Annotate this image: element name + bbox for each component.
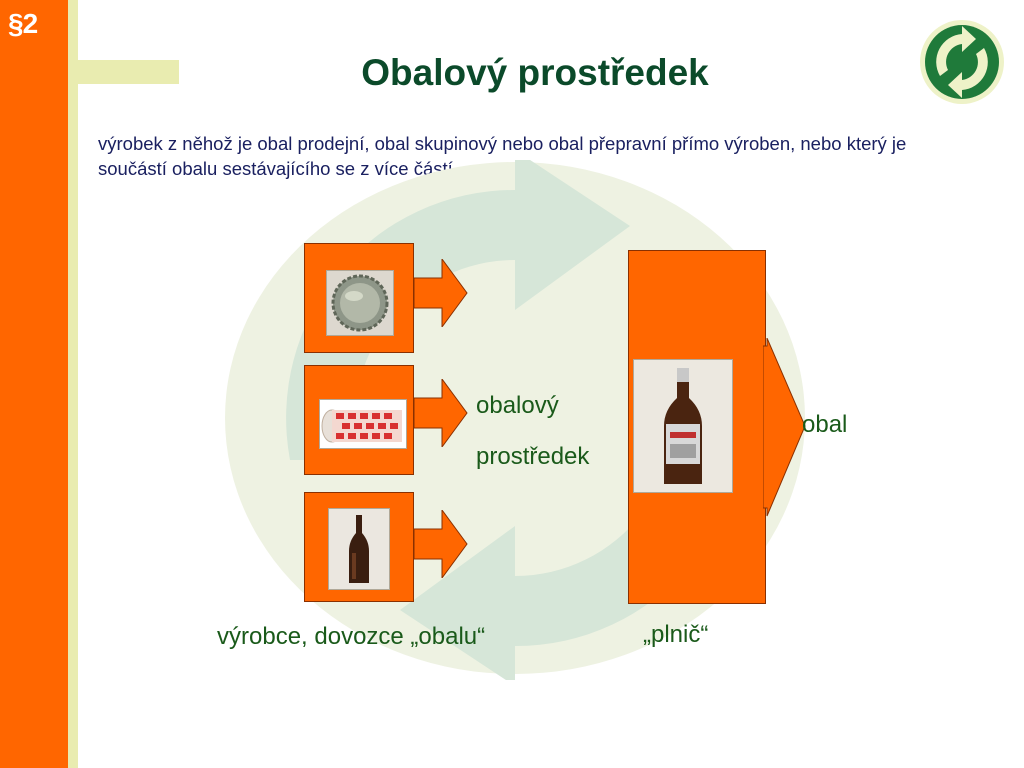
page-title: Obalový prostředek <box>361 52 709 93</box>
left-sidebar: §2 <box>0 0 68 768</box>
bottle-cap-box <box>304 243 414 353</box>
filler-box <box>628 250 766 604</box>
bottle-cap-photo <box>326 270 394 336</box>
green-dot-recycle-logo-icon <box>920 20 1004 104</box>
definition-text: výrobek z něhož je obal prodejní, obal s… <box>98 133 907 179</box>
result-label: obal <box>802 411 848 438</box>
empty-bottle-box <box>304 492 414 602</box>
packaging-label-line1: obalový <box>476 392 559 419</box>
arrow-right-large-icon <box>763 338 806 517</box>
printed-label-roll-photo <box>319 399 407 449</box>
packaging-component-label: obalový prostředek <box>476 380 589 482</box>
sidebar-stripe <box>68 0 78 768</box>
arrow-right-icon <box>414 379 468 447</box>
top-accent-bar <box>68 60 179 84</box>
arrow-right-icon <box>414 259 468 327</box>
section-mark: §2 <box>8 8 38 39</box>
empty-bottle-photo <box>328 508 390 590</box>
arrow-right-icon <box>414 510 468 578</box>
filler-label: „plnič“ <box>643 621 709 648</box>
producer-label: výrobce, dovozce „obalu“ <box>217 623 486 650</box>
labels-roll-box <box>304 365 414 475</box>
filled-beer-bottle-photo <box>633 359 733 493</box>
packaging-label-line2: prostředek <box>476 443 590 470</box>
